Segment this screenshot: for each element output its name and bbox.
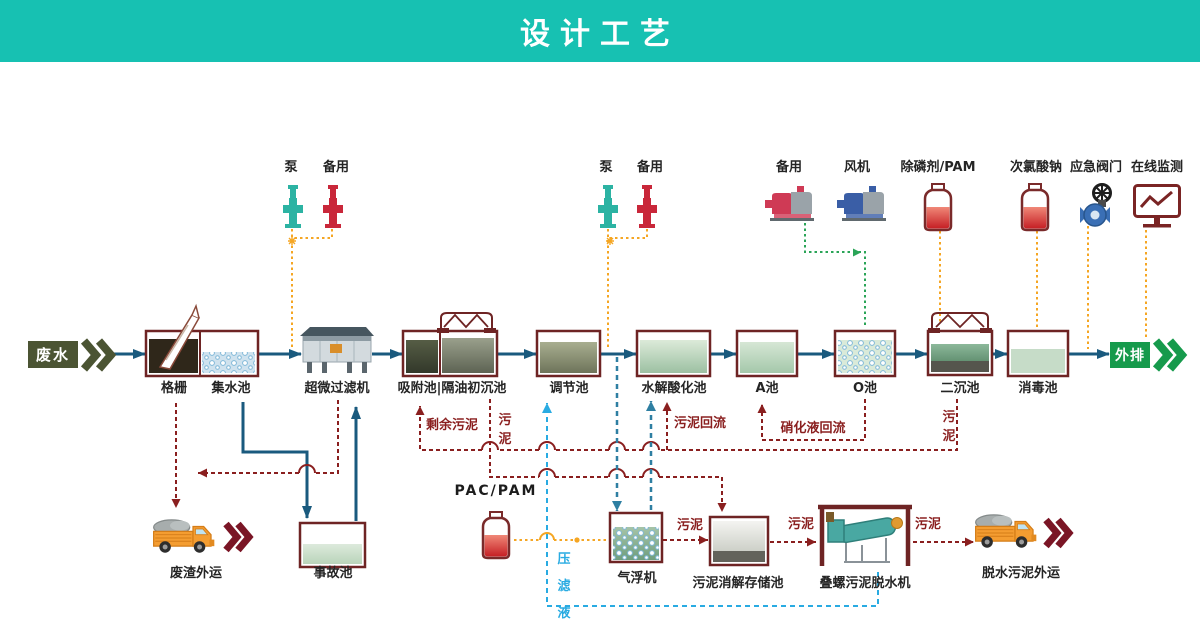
label-dewatered-sludge-out: 脱水污泥外运 [981, 566, 1061, 581]
sodium-hypochlorite-bottle-icon [1020, 182, 1050, 232]
label-disinfection-tank: 消毒池 [1018, 381, 1058, 396]
header-bar: 设计工艺 [0, 0, 1200, 62]
sludge-line-hops [298, 441, 660, 478]
tank-adsorption-oil [401, 312, 499, 378]
tank-accident [298, 521, 367, 569]
ultra-filter-machine [300, 327, 374, 373]
outflow-tag: 外排 [1110, 342, 1150, 368]
filtrate-line [542, 403, 879, 607]
online-monitoring-icon [1133, 184, 1181, 228]
accident-tank-lines [241, 402, 361, 521]
label-pump1-backup: 备用 [322, 160, 350, 175]
label-pac-pam: PAC/PAM [454, 483, 538, 499]
label-phosphorus-agent: 除磷剂/PAM [900, 160, 976, 175]
tank-hydrolysis [635, 329, 712, 378]
label-accident-tank: 事故池 [313, 566, 353, 581]
tank-disinfection [1006, 329, 1070, 378]
label-filtrate: 压滤液 [557, 552, 571, 621]
label-online-monitoring: 在线监测 [1130, 160, 1184, 175]
pump-icon-backup-1 [323, 185, 343, 228]
tank-grating-collecting [144, 303, 260, 378]
waste-residue-truck-icon [153, 519, 215, 554]
label-blower-backup: 备用 [775, 160, 803, 175]
dosing-lines [291, 226, 1147, 541]
outflow-chevrons-icon [1156, 341, 1182, 369]
inflow-tag: 废水 [28, 341, 78, 368]
label-nitrification-return: 硝化液回流 [780, 421, 846, 436]
label-sodium-hypochlorite: 次氯酸钠 [1009, 160, 1063, 175]
screw-dewatering-machine [818, 504, 912, 566]
pac-pam-bottle-icon [481, 510, 511, 560]
label-screw-dewatering: 叠螺污泥脱水机 [819, 576, 911, 591]
label-air-flotation: 气浮机 [617, 571, 657, 586]
label-excess-sludge: 剩余污泥 [425, 418, 479, 433]
tank-a [735, 329, 799, 378]
sludge-lines [171, 399, 974, 547]
label-a-tank: A池 [755, 381, 779, 396]
tank-regulating [535, 329, 602, 378]
label-adsorption-oil-tank: 吸附池|隔油初沉池 [397, 381, 507, 396]
tank-sludge-storage [708, 515, 770, 567]
pump-icon-backup-2 [637, 185, 657, 228]
label-grating: 格栅 [160, 381, 188, 396]
blower-icon-backup [765, 186, 814, 221]
sludge-out-chevrons-icon [1046, 520, 1069, 546]
label-o-tank: O池 [852, 381, 878, 396]
dosing-line-details [288, 237, 614, 543]
label-hydrolysis-tank: 水解酸化池 [641, 381, 707, 396]
rake-icon [158, 303, 201, 370]
scraper-bridge-icon [437, 312, 496, 333]
scraper-bridge-icon [928, 312, 992, 333]
label-waste-residue-out: 废渣外运 [169, 566, 223, 581]
phosphorus-agent-bottle-icon [923, 182, 953, 232]
emergency-valve-icon [1080, 183, 1112, 227]
label-collecting-tank: 集水池 [211, 381, 251, 396]
pump-icon-duty-2 [598, 185, 618, 228]
label-sludge-1: 污泥 [676, 518, 704, 533]
label-ultra-filter: 超微过滤机 [304, 381, 370, 396]
blower-icon-duty [837, 186, 886, 221]
label-sludge-storage: 污泥消解存储池 [692, 576, 784, 591]
internal-return-lines [612, 357, 656, 511]
label-sludge-return: 污泥回流 [673, 416, 727, 431]
waste-out-chevrons-icon [226, 524, 249, 550]
label-sludge-3: 污泥 [914, 517, 942, 532]
pump-icon-duty-1 [283, 185, 303, 228]
label-pump1: 泵 [284, 160, 298, 175]
label-pump2: 泵 [599, 160, 613, 175]
label-secondary-sedimentation: 二沉池 [940, 381, 980, 396]
inflow-chevrons-icon [84, 341, 111, 369]
tank-secondary-sedimentation [926, 312, 994, 377]
page-title: 设计工艺 [520, 17, 680, 52]
label-pump2-backup: 备用 [636, 160, 664, 175]
tank-o [833, 329, 897, 378]
air-line [804, 223, 866, 328]
label-sludge-vertical-left: 污泥 [498, 413, 512, 447]
dewatered-sludge-truck-icon [975, 514, 1037, 549]
label-regulating-tank: 调节池 [549, 381, 589, 396]
label-blower: 风机 [843, 160, 871, 175]
label-sludge-2: 污泥 [787, 517, 815, 532]
label-sludge-vertical-right: 污泥 [942, 410, 956, 444]
tank-air-flotation [608, 511, 664, 564]
label-emergency-valve: 应急阀门 [1069, 160, 1123, 175]
